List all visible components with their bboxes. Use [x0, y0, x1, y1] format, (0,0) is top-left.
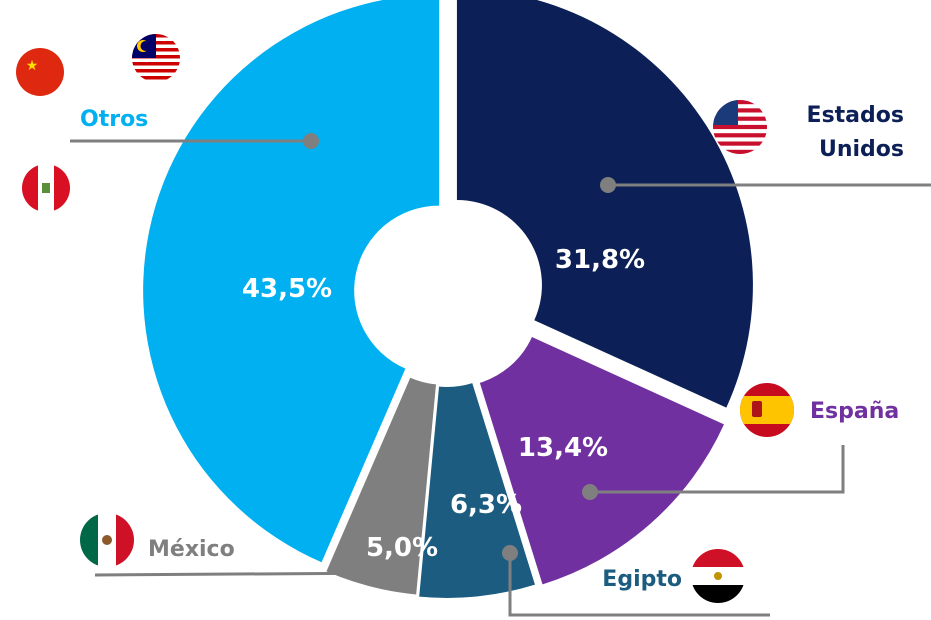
slice-espana	[479, 336, 724, 585]
data-label-espana: 13,4%	[518, 433, 608, 463]
peru-flag-icon	[22, 164, 70, 212]
spain-flag-icon	[740, 383, 794, 437]
leader-dot-otros	[303, 133, 319, 149]
slice-egipto	[419, 383, 535, 598]
category-label-egipto: Egipto	[602, 567, 682, 592]
category-label-estados-line2: Unidos	[819, 137, 904, 162]
leader-line-espana	[590, 445, 845, 494]
malaysia-flag-icon	[132, 34, 180, 82]
slices-group	[143, 0, 753, 598]
leader-dot-espana	[582, 484, 598, 500]
category-label-espana: España	[810, 399, 899, 424]
data-label-egipto: 6,3%	[450, 490, 522, 520]
leader-line-mexico	[94, 571, 396, 577]
usa-flag-icon	[713, 100, 767, 154]
egypt-flag-icon	[691, 549, 745, 603]
slice-estados-unidos	[456, 0, 753, 408]
leader-dot-egipto	[502, 545, 518, 561]
data-label-estados-unidos: 31,8%	[555, 245, 645, 275]
category-label-mexico: México	[148, 537, 235, 562]
svg-text:★: ★	[26, 58, 39, 74]
category-label-otros: Otros	[80, 107, 148, 132]
data-label-otros: 43,5%	[242, 274, 332, 304]
mexico-flag-icon	[80, 513, 134, 567]
slice-mexico	[326, 377, 437, 595]
leader-dots	[303, 133, 616, 561]
leader-dot-estados-unidos	[600, 177, 616, 193]
china-flag-icon: ★	[16, 48, 64, 96]
leader-lines	[70, 139, 931, 617]
data-label-mexico: 5,0%	[366, 533, 438, 563]
category-label-estados-line1: Estados	[807, 103, 904, 128]
leader-line-egipto	[508, 553, 770, 617]
